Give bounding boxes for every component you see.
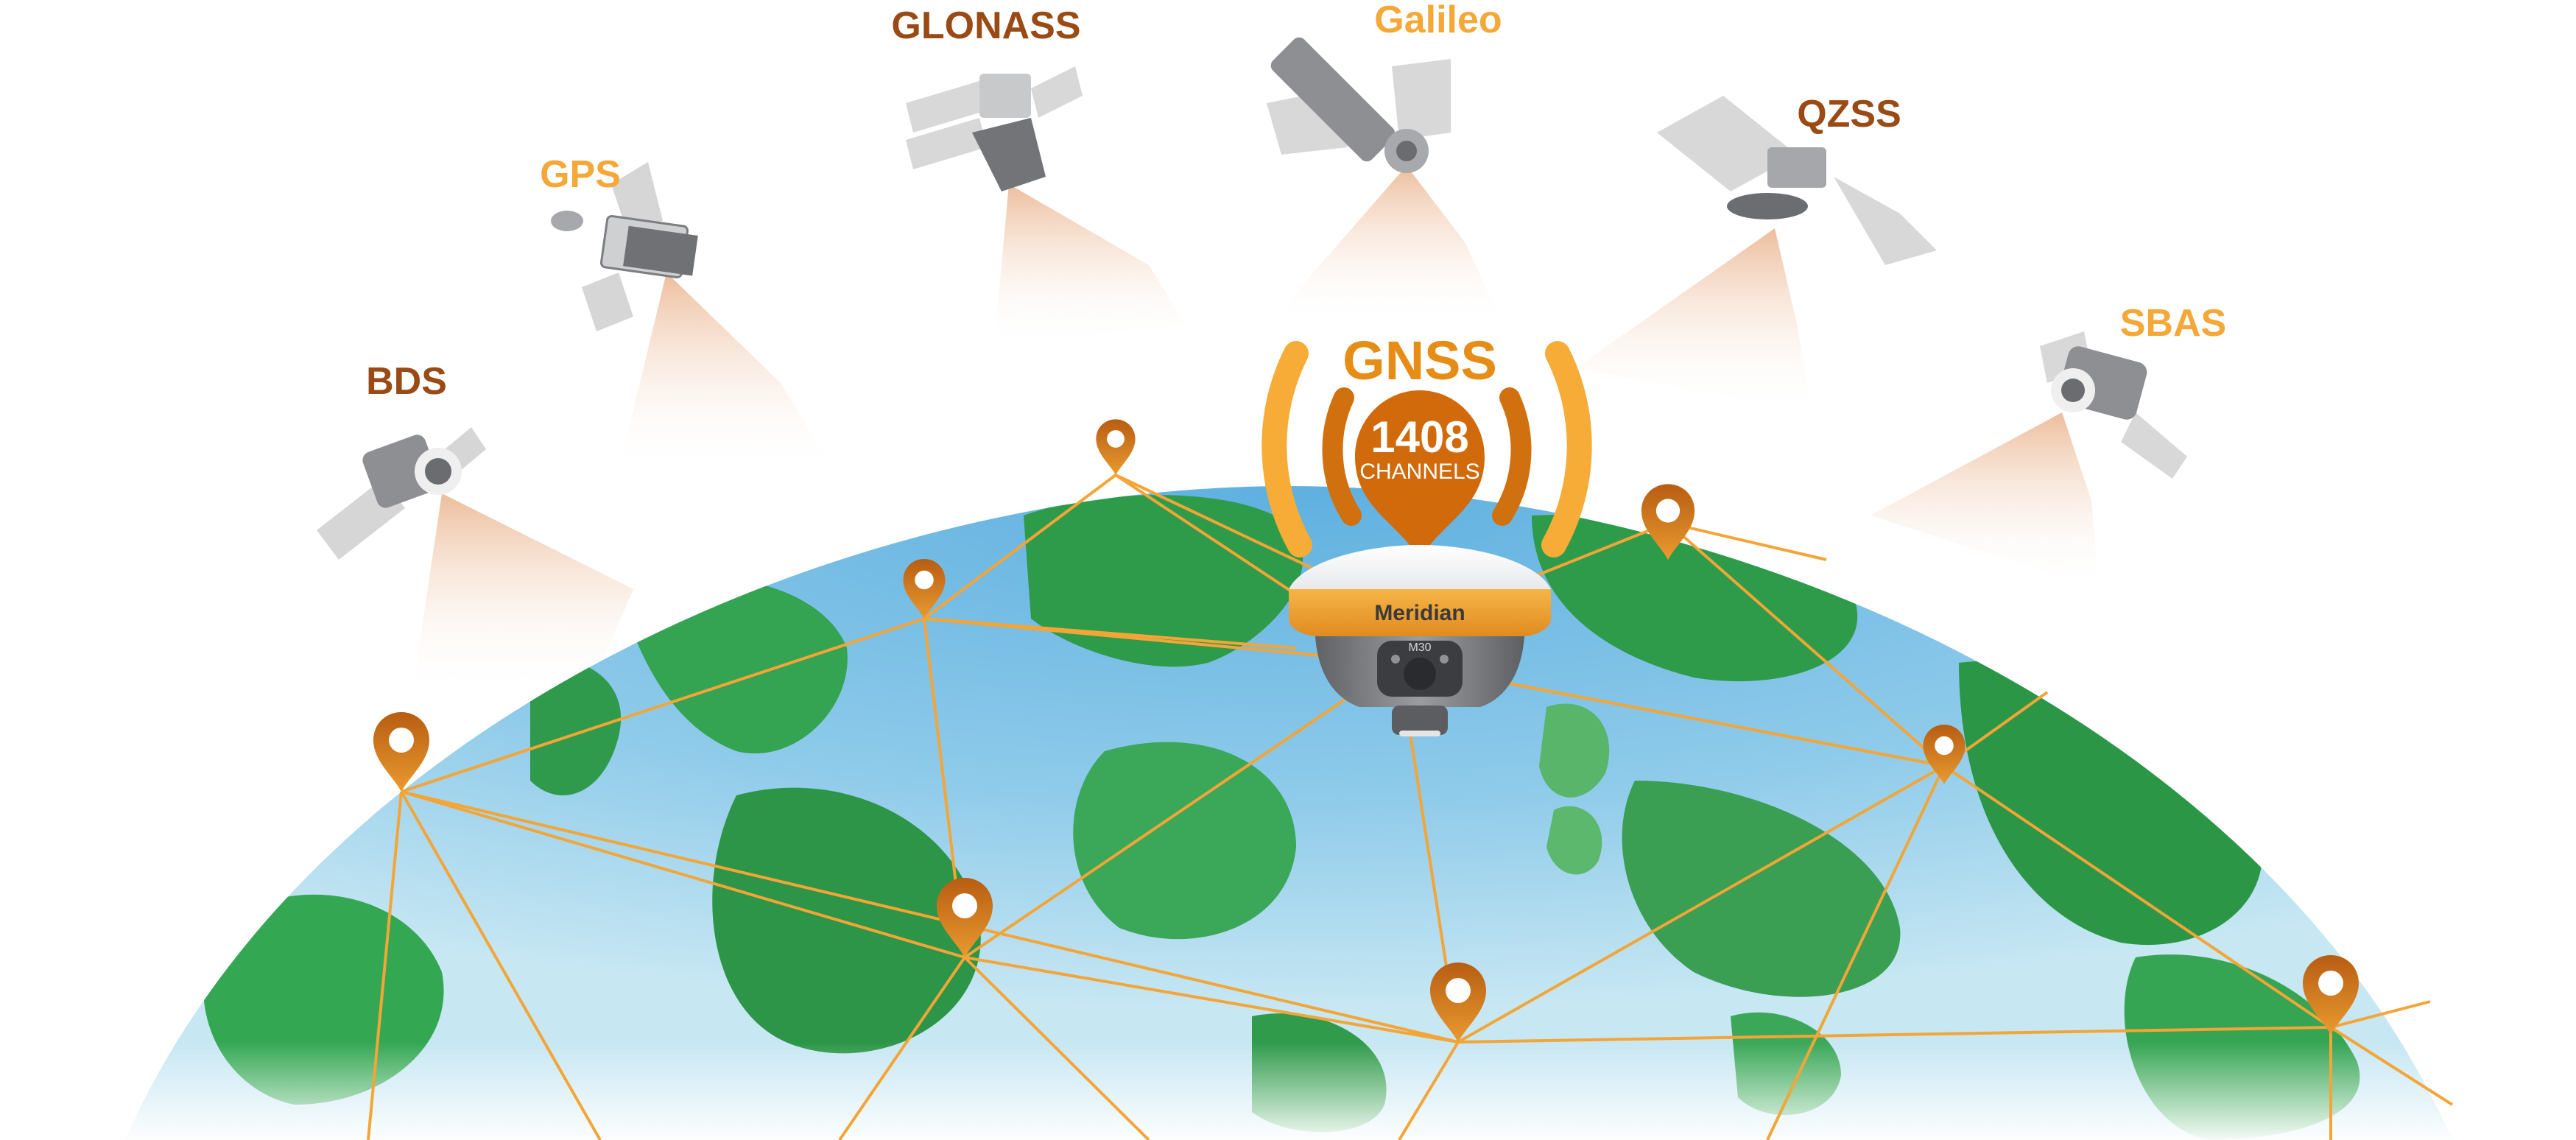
map-pin-icon [2303,955,2359,1035]
map-pin-icon [373,712,429,792]
map-pin-icon [903,559,946,619]
gnss-title: GNSS [1342,330,1497,391]
gnss-receiver: Meridian M30 [1289,545,1551,736]
satellite-icon [1657,96,1937,265]
satellite-icon [551,162,698,331]
satellite-label-galileo: Galileo [1374,0,1502,41]
map-pin-icon [1430,963,1486,1042]
map-pins [373,419,2359,1042]
satellite-label-qzss: QZSS [1797,93,1901,136]
satellite-label-sbas: SBAS [2120,302,2226,345]
map-pin-icon [937,878,993,957]
satellite-label-gps: GPS [540,153,621,196]
receiver-model: M30 [1408,641,1431,654]
satellite-icon [317,427,486,560]
channels-label: CHANNELS [1359,460,1479,484]
satellite-label-glonass: GLONASS [891,4,1080,47]
satellite-icon [906,66,1083,191]
receiver-brand: Meridian [1374,601,1465,625]
satellite-icon [1267,37,1451,173]
map-pin-icon [1096,419,1136,475]
signal-waves [1261,341,1592,557]
satellites: BDS GPS GLONASS Galileo [317,0,2226,560]
channels-badge: 1408 CHANNELS [1355,390,1485,560]
map-pin-icon [1641,484,1695,560]
channels-count: 1408 [1370,412,1468,462]
satellite-label-bds: BDS [366,360,447,403]
satellite-icon [2040,331,2187,479]
satellite-beams [412,166,2099,692]
map-pin-icon [1923,725,1966,784]
network-lines [367,474,2454,1140]
earth-globe [125,486,2452,1140]
